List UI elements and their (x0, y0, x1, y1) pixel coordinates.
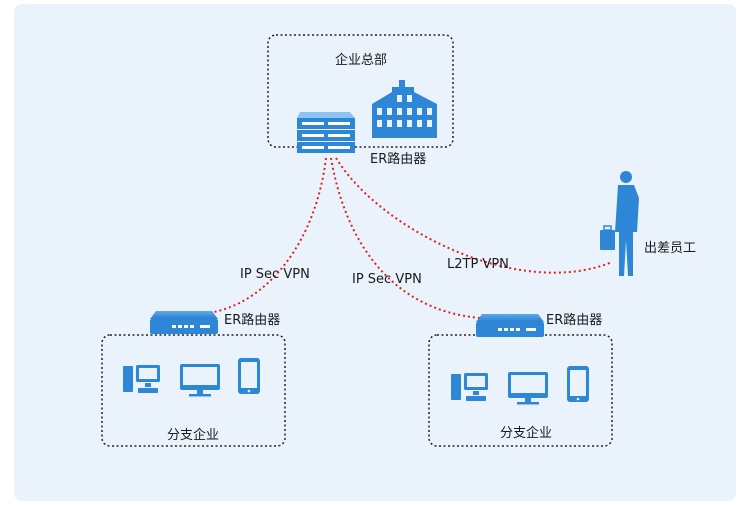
branch-left-box (101, 334, 286, 447)
traveler-icon (600, 171, 639, 276)
branch-left-router-label: ER路由器 (224, 312, 280, 328)
branch-right-monitor-icon (508, 372, 548, 405)
branch-right-desktop-icon (451, 373, 488, 401)
branch-right-label: 分支企业 (500, 425, 552, 441)
branch-left-phone-icon (238, 358, 260, 394)
branch-right-box (428, 334, 613, 447)
branch-right-router-icon (476, 314, 544, 337)
branch-right-phone-icon (567, 366, 589, 402)
branch-right-router-label: ER路由器 (546, 312, 602, 328)
branch-right: ER路由器 分支企业 (428, 312, 613, 447)
hq-router-icon (297, 112, 355, 153)
employee-label: 出差员工 (644, 241, 696, 256)
branch-left-monitor-icon (180, 364, 220, 397)
branch-left-desktop-icon (123, 365, 160, 393)
hq-box (267, 34, 454, 148)
link-ipsec-right (330, 157, 481, 319)
link-label-ipsec-right: IP Sec VPN (352, 272, 422, 287)
link-l2tp (335, 157, 613, 274)
hq-label: 企业总部 (335, 52, 387, 68)
link-label-l2tp: L2TP VPN (447, 257, 509, 272)
building-icon (372, 80, 437, 138)
link-label-ipsec-left: IP Sec VPN (240, 267, 310, 282)
branch-left-label: 分支企业 (167, 427, 219, 443)
branch-left-router-icon (150, 311, 218, 334)
link-ipsec-left (213, 157, 327, 313)
hq-router-label: ER路由器 (370, 151, 426, 167)
branch-left: ER路由器 分支企业 (101, 311, 286, 447)
